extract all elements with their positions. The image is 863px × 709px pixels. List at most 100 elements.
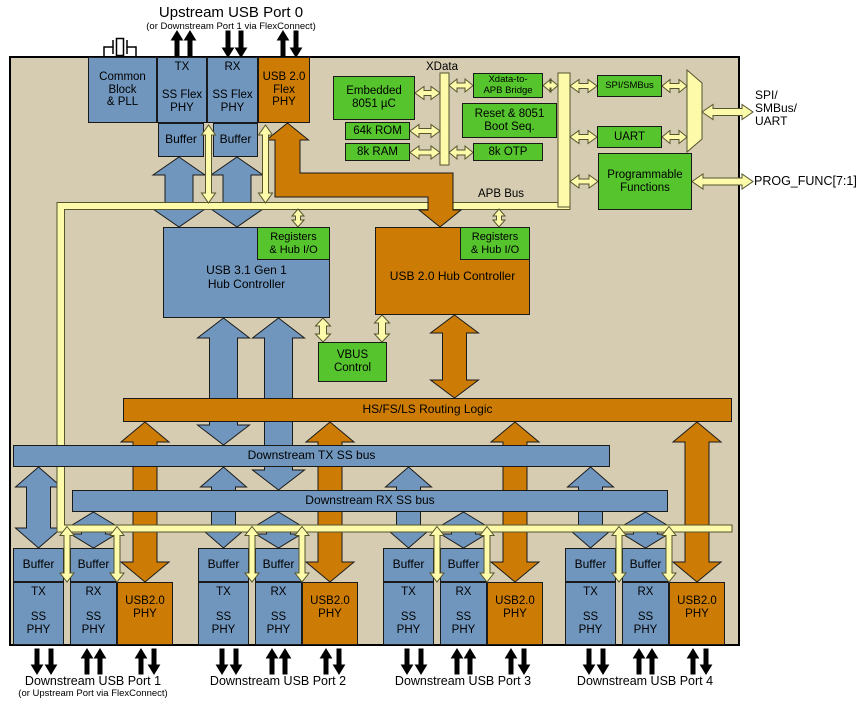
apb-bus-label: APB Bus xyxy=(477,188,525,200)
rom-label: 64k ROM xyxy=(353,124,402,137)
rx-label: RX xyxy=(270,586,287,598)
upstream-port-signal-arrow-5 xyxy=(276,30,290,58)
port-label: Downstream USB Port 4 xyxy=(576,674,714,688)
upstream-port-signal-arrow-3 xyxy=(221,30,235,58)
port-label: Downstream USB Port 2 xyxy=(209,674,347,688)
port2-signal-arrow-5 xyxy=(319,648,333,675)
port4-tx-buffer: Buffer xyxy=(565,548,616,582)
common-block-pll: Common Block & PLL xyxy=(88,57,157,123)
apb-bus-bar xyxy=(557,72,571,208)
port2-rx-buffer: Buffer xyxy=(255,548,302,582)
reset-boot-seq-block: Reset & 8051 Boot Seq. xyxy=(462,103,557,138)
port1-sublabel: (or Upstream Port via FlexConnect) xyxy=(18,688,167,699)
port-label: Downstream USB Port 3 xyxy=(394,674,532,688)
bridge-apb-connector xyxy=(542,77,559,94)
usb31-hub-controller-label: USB 3.1 Gen 1 Hub Controller xyxy=(206,263,287,291)
port3-signal-arrow-2 xyxy=(414,648,428,675)
ss-phy-label: SS PHY xyxy=(26,611,51,637)
programmable-functions-label: Programmable Functions xyxy=(607,168,683,194)
usb20-phy-label: USB2.0 PHY xyxy=(310,594,350,620)
xdata-bridge-connector xyxy=(448,77,474,94)
port1-rx-buffer: Buffer xyxy=(70,548,117,582)
upstream-tx-buffer: Buffer xyxy=(158,123,204,157)
8051-xdata-connector xyxy=(414,85,441,101)
port1-signal-arrow-3 xyxy=(80,648,94,675)
uart-block: UART xyxy=(597,126,662,148)
usb20-phy-label: USB2.0 PHY xyxy=(125,594,165,620)
port3-rx-buffer: Buffer xyxy=(440,548,487,582)
tx-label: TX xyxy=(174,61,190,73)
port2-signal-arrow-1 xyxy=(215,648,229,675)
port-label: Downstream USB Port 1 xyxy=(24,674,162,688)
port4-tx-ss-phy: TX SS PHY xyxy=(565,582,616,645)
rx-label: RX xyxy=(637,586,654,598)
ram-label: 8k RAM xyxy=(357,145,398,158)
port1-rx-bus-tap-arrow xyxy=(68,511,119,549)
ss-phy-label: SS PHY xyxy=(633,611,658,637)
buffer-label: Buffer xyxy=(22,557,55,572)
apb-spi-connector xyxy=(569,78,598,94)
port4-usb20-routing-arrow xyxy=(671,421,723,583)
port4-rx-bus-tap-arrow xyxy=(620,511,671,549)
apb-progfunc-connector xyxy=(569,174,599,189)
buffer-label: Buffer xyxy=(447,557,480,572)
mux-external-io-connector xyxy=(701,103,754,121)
xdata-bus-bar xyxy=(439,72,450,166)
tx-ss-bus-label: Downstream TX SS bus xyxy=(247,448,376,463)
usb20-hub-to-routing-arrow xyxy=(429,314,480,399)
ram-xdata-connector xyxy=(409,145,441,160)
buffer-label: Buffer xyxy=(207,557,240,572)
buffer-label: Buffer xyxy=(262,557,295,572)
rx-label: RX xyxy=(85,586,102,598)
upstream-port-subtitle: (or Downstream Port 1 via FlexConnect) xyxy=(146,21,316,32)
upstream-rx-buffer-to-hub-arrow xyxy=(209,156,265,228)
vbus-control-block: VBUS Control xyxy=(318,342,387,382)
buffer-label: Buffer xyxy=(219,132,252,147)
otp-label: 8k OTP xyxy=(488,145,528,158)
embedded-8051-block: Embedded 8051 µC xyxy=(333,76,415,120)
progfunc-external-io-connector xyxy=(691,173,754,190)
vbus-control-label: VBUS Control xyxy=(333,349,372,374)
registers-hub-io-label: Registers & Hub I/O xyxy=(470,231,520,256)
port1-tx-buffer: Buffer xyxy=(13,548,64,582)
rx-label: RX xyxy=(455,586,472,598)
port1-signal-arrow-2 xyxy=(44,648,58,675)
port4-signal-arrow-5 xyxy=(686,648,700,675)
port1-label: Downstream USB Port 1 xyxy=(24,674,162,689)
ss-phy-label: SS PHY xyxy=(578,611,603,637)
usb20-phy-label: USB2.0 PHY xyxy=(677,594,717,620)
tx-label: TX xyxy=(216,586,231,598)
port4-rx-ss-phy: RX SS PHY xyxy=(622,582,669,645)
ss-phy-label: SS PHY xyxy=(396,611,421,637)
port3-rx-bus-tap-arrow xyxy=(438,511,489,549)
usb20-flex-phy-label: USB 2.0 Flex PHY xyxy=(262,70,306,109)
port3-signal-arrow-4 xyxy=(463,648,477,675)
usb31-registers-hub-io: Registers & Hub I/O xyxy=(257,227,330,260)
ss-flex-phy-label: SS Flex PHY xyxy=(212,89,253,115)
buffer-label: Buffer xyxy=(77,557,110,572)
spi-mux-connector xyxy=(661,78,688,94)
spi-smbus-uart-io-label: SPI/ SMBus/ UART xyxy=(755,88,798,129)
port4-signal-arrow-4 xyxy=(645,648,659,675)
common-block-pll-label: Common Block & PLL xyxy=(99,70,146,109)
ss-phy-label: SS PHY xyxy=(211,611,236,637)
port3-signal-arrow-5 xyxy=(504,648,518,675)
uart-mux-connector xyxy=(661,129,688,145)
rx-ss-bus-label: Downstream RX SS bus xyxy=(305,493,435,508)
upstream-usb20-flex-phy: USB 2.0 Flex PHY xyxy=(258,57,310,123)
port4-usb20-phy: USB2.0 PHY xyxy=(669,582,725,645)
port1-signal-arrow-1 xyxy=(30,648,44,675)
ss-phy-label: SS PHY xyxy=(81,611,106,637)
upstream-port-title: Upstream USB Port 0 xyxy=(158,4,304,21)
upstream-port-signal-arrow-2 xyxy=(183,30,197,58)
tx-label: TX xyxy=(583,586,598,598)
downstream-tx-ss-bus-bar: Downstream TX SS bus xyxy=(13,445,610,467)
ss-phy-label: SS PHY xyxy=(266,611,291,637)
port4-label: Downstream USB Port 4 xyxy=(576,674,714,689)
xdata-otp-connector xyxy=(448,144,474,161)
rom-block: 64k ROM xyxy=(345,122,410,140)
ss-flex-phy-label: SS Flex PHY xyxy=(161,89,203,115)
